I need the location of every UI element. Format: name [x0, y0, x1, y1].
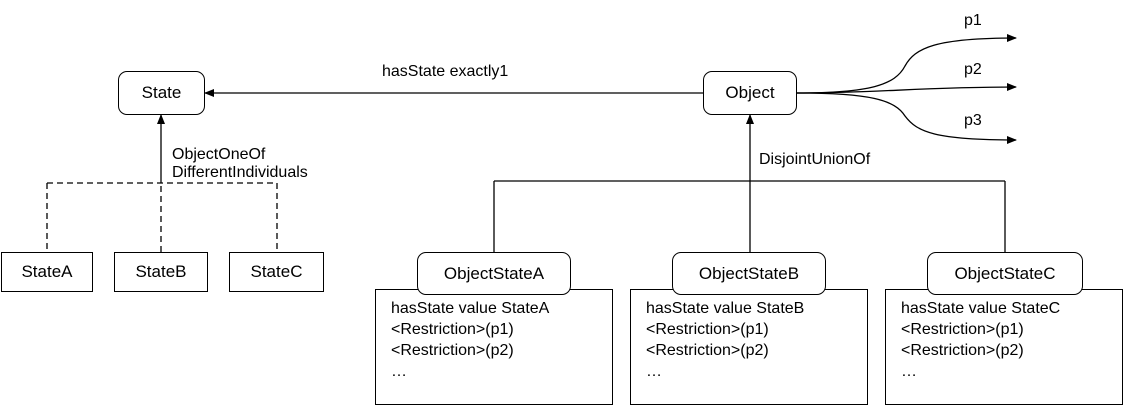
p2-label: p2: [964, 61, 982, 78]
state-c-label: StateC: [250, 262, 303, 281]
p3-edge: [796, 92, 1017, 144]
object-state-c-node: ObjectStateC: [927, 252, 1083, 295]
restriction-line: hasState value StateB: [646, 300, 805, 317]
restriction-line: <Restriction>(p2): [391, 342, 514, 359]
object-label: Object: [725, 83, 775, 102]
object-state-a-label: ObjectStateA: [443, 263, 545, 283]
restriction-line: <Restriction>(p1): [646, 321, 769, 338]
restriction-line: …: [646, 363, 662, 380]
has-state-label: hasState exactly1: [382, 63, 509, 80]
object-state-b-node: ObjectStateB: [672, 252, 826, 295]
restriction-line: <Restriction>(p2): [901, 342, 1024, 359]
object-state-c-label: ObjectStateC: [954, 263, 1056, 283]
object-state-a-node: ObjectStateA: [417, 252, 571, 295]
state-label: State: [141, 83, 182, 102]
p1-label: p1: [964, 12, 982, 29]
restriction-line: <Restriction>(p2): [646, 342, 769, 359]
object-state-c-restrictions: hasState value StateC <Restriction>(p1) …: [885, 289, 1123, 405]
state-a-node: StateA: [1, 252, 93, 292]
disjoint-union-connector: [493, 114, 1006, 252]
object-state-b-restrictions: hasState value StateB <Restriction>(p1) …: [630, 289, 868, 405]
different-individuals-label: DifferentIndividuals: [172, 164, 308, 181]
p1-edge: [796, 34, 1017, 94]
p2-edge: [796, 83, 1017, 94]
state-node: State: [118, 71, 205, 115]
state-b-node: StateB: [114, 252, 208, 292]
object-node: Object: [703, 71, 797, 115]
state-a-label: StateA: [21, 262, 73, 281]
restriction-line: <Restriction>(p1): [391, 321, 514, 338]
restriction-line: hasState value StateA: [391, 300, 550, 317]
restriction-line: …: [391, 363, 407, 380]
restriction-line: …: [901, 363, 917, 380]
restriction-line: hasState value StateC: [901, 300, 1061, 317]
object-one-of-connector: [46, 114, 278, 252]
state-b-label: StateB: [135, 262, 187, 281]
disjoint-union-label: DisjointUnionOf: [759, 151, 871, 168]
object-state-b-label: ObjectStateB: [698, 263, 800, 283]
state-c-node: StateC: [229, 252, 324, 292]
p3-label: p3: [964, 112, 982, 129]
restriction-line: <Restriction>(p1): [901, 321, 1024, 338]
object-state-a-restrictions: hasState value StateA <Restriction>(p1) …: [375, 289, 613, 405]
object-one-of-label: ObjectOneOf: [172, 146, 266, 163]
